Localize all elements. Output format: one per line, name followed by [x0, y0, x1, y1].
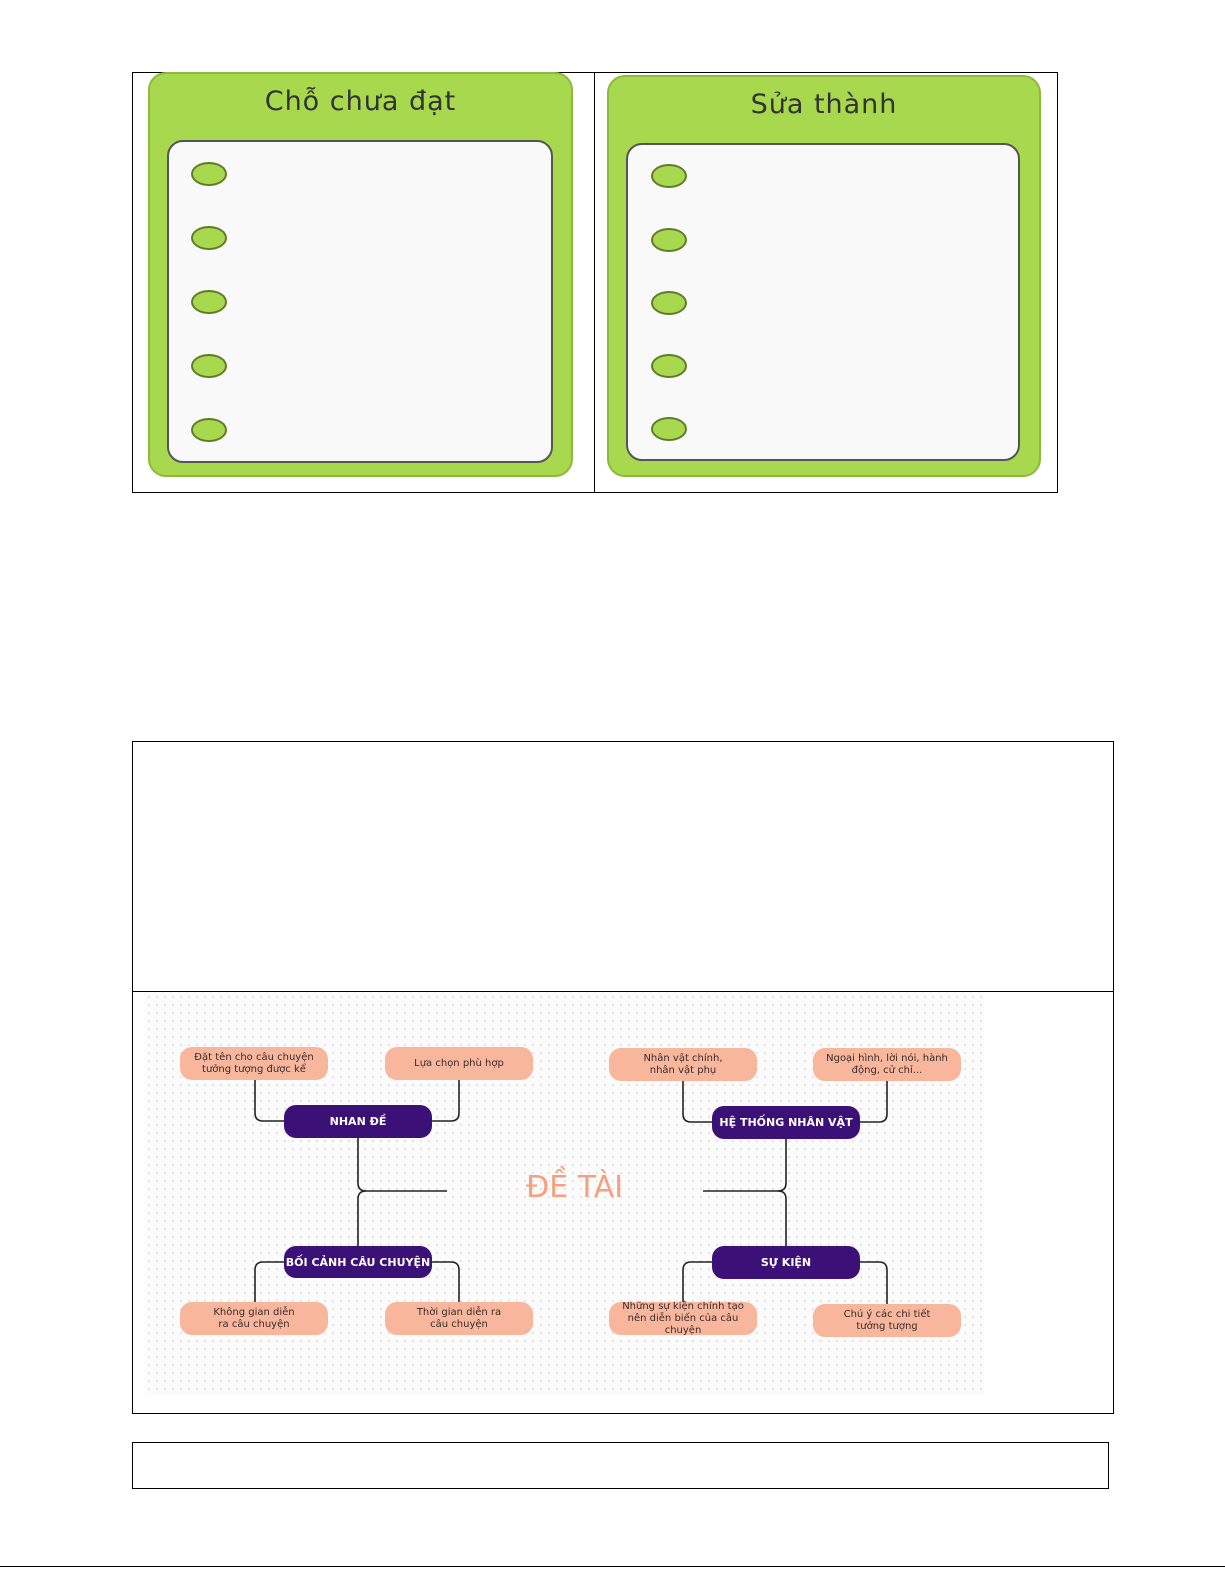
leaf-nhan-vat-1: Nhân vật chính, nhân vật phụ [609, 1048, 757, 1081]
connector [860, 1081, 888, 1123]
connector [254, 1080, 284, 1122]
hub-nhan-de: NHAN ĐỀ [284, 1105, 432, 1138]
card-title-fix: Sửa thành [750, 89, 898, 120]
connector [357, 1190, 367, 1246]
evaluation-table [132, 72, 1058, 493]
bullet-dot [191, 162, 227, 186]
card-fix-body[interactable] [626, 143, 1020, 461]
bullet-dot [651, 417, 687, 441]
connector [777, 1190, 787, 1246]
leaf-boi-canh-2: Thời gian diễn ra câu chuyện [385, 1302, 533, 1335]
leaf-nhan-de-2: Lựa chọn phù hợp [385, 1047, 533, 1080]
connector [432, 1080, 460, 1122]
card-not-achieved-body[interactable] [167, 140, 553, 463]
leaf-su-kien-2: Chú ý các chi tiết tưởng tượng [813, 1304, 961, 1337]
table-divider [594, 72, 595, 493]
leaf-nhan-vat-2: Ngoại hình, lời nói, hành động, cử chỉ..… [813, 1048, 961, 1081]
bullet-dot [651, 228, 687, 252]
mindmap-frame [132, 741, 1114, 1414]
bullet-dot [191, 418, 227, 442]
hub-he-thong-nhan-vat: HỆ THỐNG NHÂN VẬT [712, 1106, 860, 1139]
bullet-dot [651, 164, 687, 188]
hub-su-kien: SỰ KIỆN [712, 1246, 860, 1279]
connector [432, 1261, 460, 1302]
bullet-dot [191, 354, 227, 378]
card-title-not-achieved: Chỗ chưa đạt [264, 86, 457, 117]
connector [860, 1261, 888, 1304]
connector [682, 1261, 712, 1302]
leaf-su-kien-1: Những sự kiện chính tạo nên diễn biến củ… [609, 1301, 757, 1336]
frame-rule [132, 991, 1114, 992]
connector [357, 1138, 447, 1192]
connector [682, 1081, 712, 1123]
bullet-dot [651, 291, 687, 315]
bullet-dot [191, 226, 227, 250]
connector [254, 1261, 284, 1302]
connector [703, 1139, 787, 1192]
hub-boi-canh: BỐI CẢNH CÂU CHUYỆN [284, 1246, 432, 1278]
empty-text-box[interactable] [132, 1442, 1109, 1489]
leaf-nhan-de-1: Đặt tên cho câu chuyện tưởng tượng được … [180, 1047, 328, 1080]
page-bottom-rule [0, 1566, 1225, 1567]
bullet-dot [651, 354, 687, 378]
leaf-boi-canh-1: Không gian diễn ra câu chuyện [180, 1302, 328, 1335]
bullet-dot [191, 290, 227, 314]
mindmap-center-title: ĐỀ TÀI [526, 1170, 624, 1205]
